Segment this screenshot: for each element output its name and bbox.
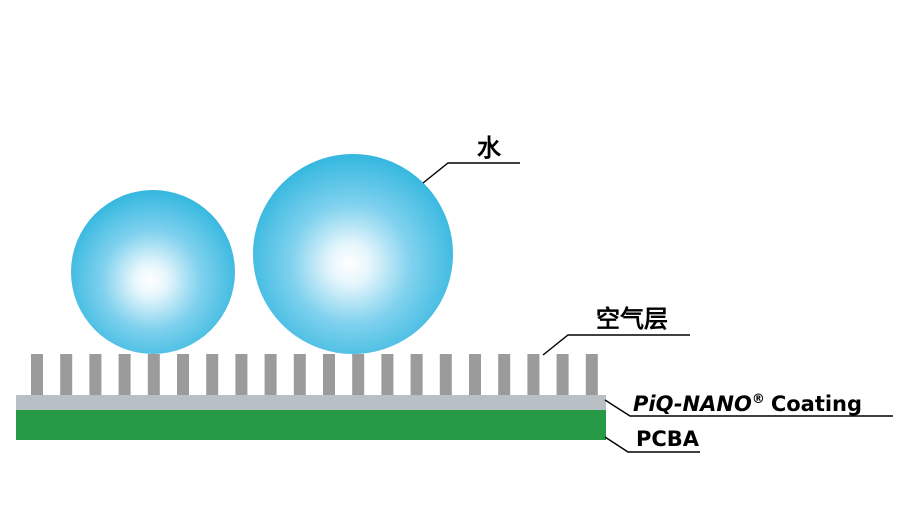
nano-pillar: [147, 354, 160, 395]
nano-pillar: [556, 354, 569, 395]
air-layer-leader-line: [542, 334, 690, 356]
coating-registered-mark: ®: [752, 392, 765, 407]
pcba-leader-line: [604, 436, 700, 453]
pcba-layer: [16, 410, 606, 440]
nano-pillar: [235, 354, 248, 395]
water-leader-line: [422, 162, 520, 184]
nano-pillar: [264, 354, 277, 395]
coating-label: PiQ-NANO® Coating: [633, 392, 862, 416]
pcba-label: PCBA: [636, 427, 700, 451]
nano-pillar: [527, 354, 540, 395]
nano-pillar: [585, 354, 598, 395]
nano-pillar: [31, 354, 43, 395]
nano-pillar: [352, 354, 365, 395]
nano-pillar: [439, 354, 452, 395]
nano-pillar: [498, 354, 511, 395]
coating-brand-text: PiQ-NANO: [633, 392, 752, 416]
nano-pillar: [118, 354, 131, 395]
water-droplet-large: [253, 154, 453, 354]
coating-layer: [16, 395, 606, 410]
nano-pillar: [89, 354, 102, 395]
coating-leader-line: [604, 399, 893, 417]
nano-pillar: [177, 354, 189, 395]
nano-pillars: [31, 354, 598, 395]
coating-word-text: Coating: [771, 392, 862, 416]
air-layer-label: 空气层: [596, 305, 668, 333]
water-label: 水: [477, 134, 502, 162]
water-droplet-small: [71, 190, 235, 354]
nano-pillar: [469, 354, 481, 395]
nano-pillar: [293, 354, 306, 395]
nano-pillar: [381, 354, 394, 395]
nano-pillar: [206, 354, 219, 395]
nano-pillar: [410, 354, 423, 395]
nano-pillar: [323, 354, 335, 395]
nano-pillar: [60, 354, 73, 395]
